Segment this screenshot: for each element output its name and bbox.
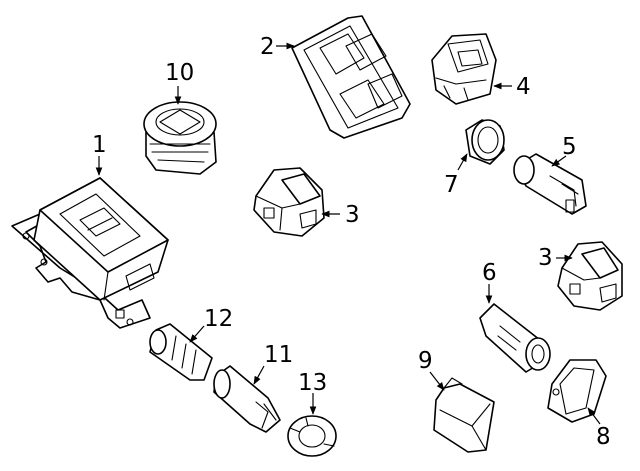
- callout-3: 3: [345, 202, 360, 228]
- leader-9: [429, 371, 445, 391]
- leader-12: [189, 325, 205, 343]
- part-13-retainer-ring: [287, 415, 337, 457]
- callout-3: 3: [538, 245, 553, 271]
- part-4-control-switch: [431, 33, 497, 105]
- leader-lines: [95, 42, 601, 425]
- callout-labels: 1 2 3 3 4 5 6 7 8 9 10 11 12 13: [92, 34, 611, 450]
- callout-9: 9: [418, 348, 433, 374]
- leader-8: [587, 407, 601, 425]
- part-3-switch-lower: [557, 241, 623, 311]
- callout-1: 1: [92, 132, 107, 158]
- callout-2: 2: [260, 34, 275, 60]
- part-2-window-switch-panel: [291, 15, 411, 139]
- part-12-lighter-plug: [149, 323, 213, 381]
- leader-5: [551, 155, 567, 167]
- part-8-cover-cap: [547, 359, 607, 423]
- callout-6: 6: [482, 260, 497, 286]
- leader-7: [457, 153, 468, 171]
- part-1-control-module: [11, 177, 169, 329]
- part-9-square-button: [433, 377, 495, 453]
- callout-4: 4: [516, 74, 531, 100]
- part-3-switch-upper: [253, 167, 325, 237]
- callout-8: 8: [596, 424, 611, 450]
- callout-13: 13: [298, 370, 327, 396]
- callout-5: 5: [562, 134, 577, 160]
- callout-10: 10: [165, 60, 194, 86]
- part-7-push-button: [465, 119, 505, 165]
- leader-11: [253, 365, 265, 385]
- part-10-rotary-knob: [143, 101, 217, 175]
- part-5-power-socket: [513, 153, 587, 215]
- callout-7: 7: [444, 172, 459, 198]
- callout-11: 11: [264, 342, 293, 368]
- part-6-outlet: [479, 303, 551, 373]
- part-11-lighter-element: [213, 365, 281, 433]
- callout-12: 12: [204, 306, 233, 332]
